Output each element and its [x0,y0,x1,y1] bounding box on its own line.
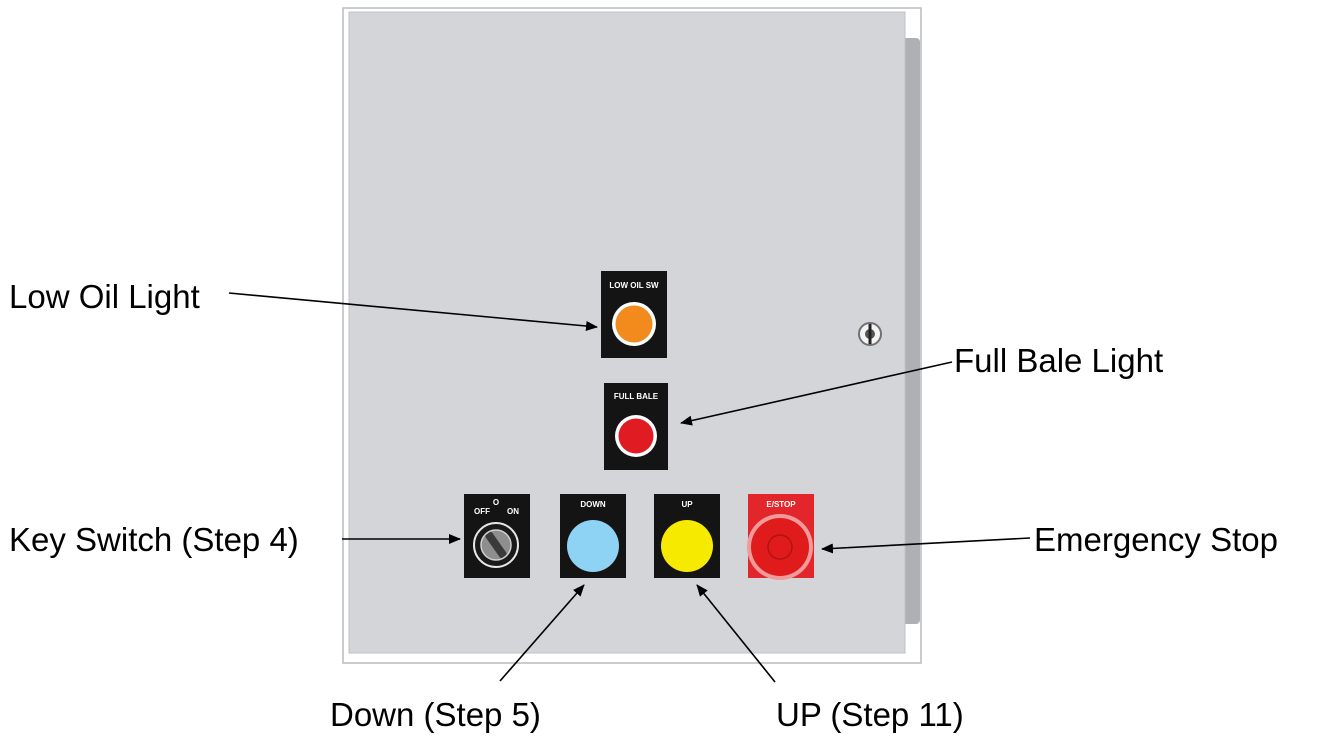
full-bale-plate-label: FULL BALE [614,392,659,401]
key-switch-off-label: OFF [474,507,490,516]
callout-up: UP (Step 11) [776,696,964,733]
callout-down: Down (Step 5) [330,696,541,733]
callout-low-oil-light: Low Oil Light [9,278,200,315]
down-button-cap[interactable] [567,520,619,572]
key-switch-zero-label: O [493,498,499,507]
low-oil-plate-label: LOW OIL SW [609,281,659,290]
key-switch-on-label: ON [507,507,519,516]
low-oil-lamp [615,305,653,343]
key-icon[interactable] [485,531,508,559]
door-latch-icon[interactable] [858,322,882,346]
up-button[interactable]: UP [654,494,720,578]
arrow-up [696,584,776,683]
up-button-plate-label: UP [681,500,693,509]
full-bale-light: FULL BALE [604,383,668,470]
arrow-down [499,584,585,682]
down-button-plate-label: DOWN [580,500,606,509]
up-button-cap[interactable] [661,520,713,572]
callout-arrows [228,292,1031,683]
estop-plate-label: E/STOP [766,500,796,509]
callout-emergency-stop: Emergency Stop [1034,521,1278,558]
estop-button-center [767,534,793,560]
down-button[interactable]: DOWN [560,494,626,578]
estop-button[interactable] [751,518,809,576]
callout-key-switch: Key Switch (Step 4) [9,521,299,558]
arrow-emergency-stop [821,537,1031,554]
arrow-full-bale-light [680,361,953,426]
full-bale-lamp [618,418,654,454]
callout-full-bale-light: Full Bale Light [954,342,1163,379]
enclosure-side-flange [902,38,920,624]
arrow-low-oil-light [228,292,598,331]
low-oil-light: LOW OIL SW [601,271,667,358]
key-switch[interactable]: OFF O ON [464,494,530,578]
emergency-stop[interactable]: E/STOP [747,494,814,580]
